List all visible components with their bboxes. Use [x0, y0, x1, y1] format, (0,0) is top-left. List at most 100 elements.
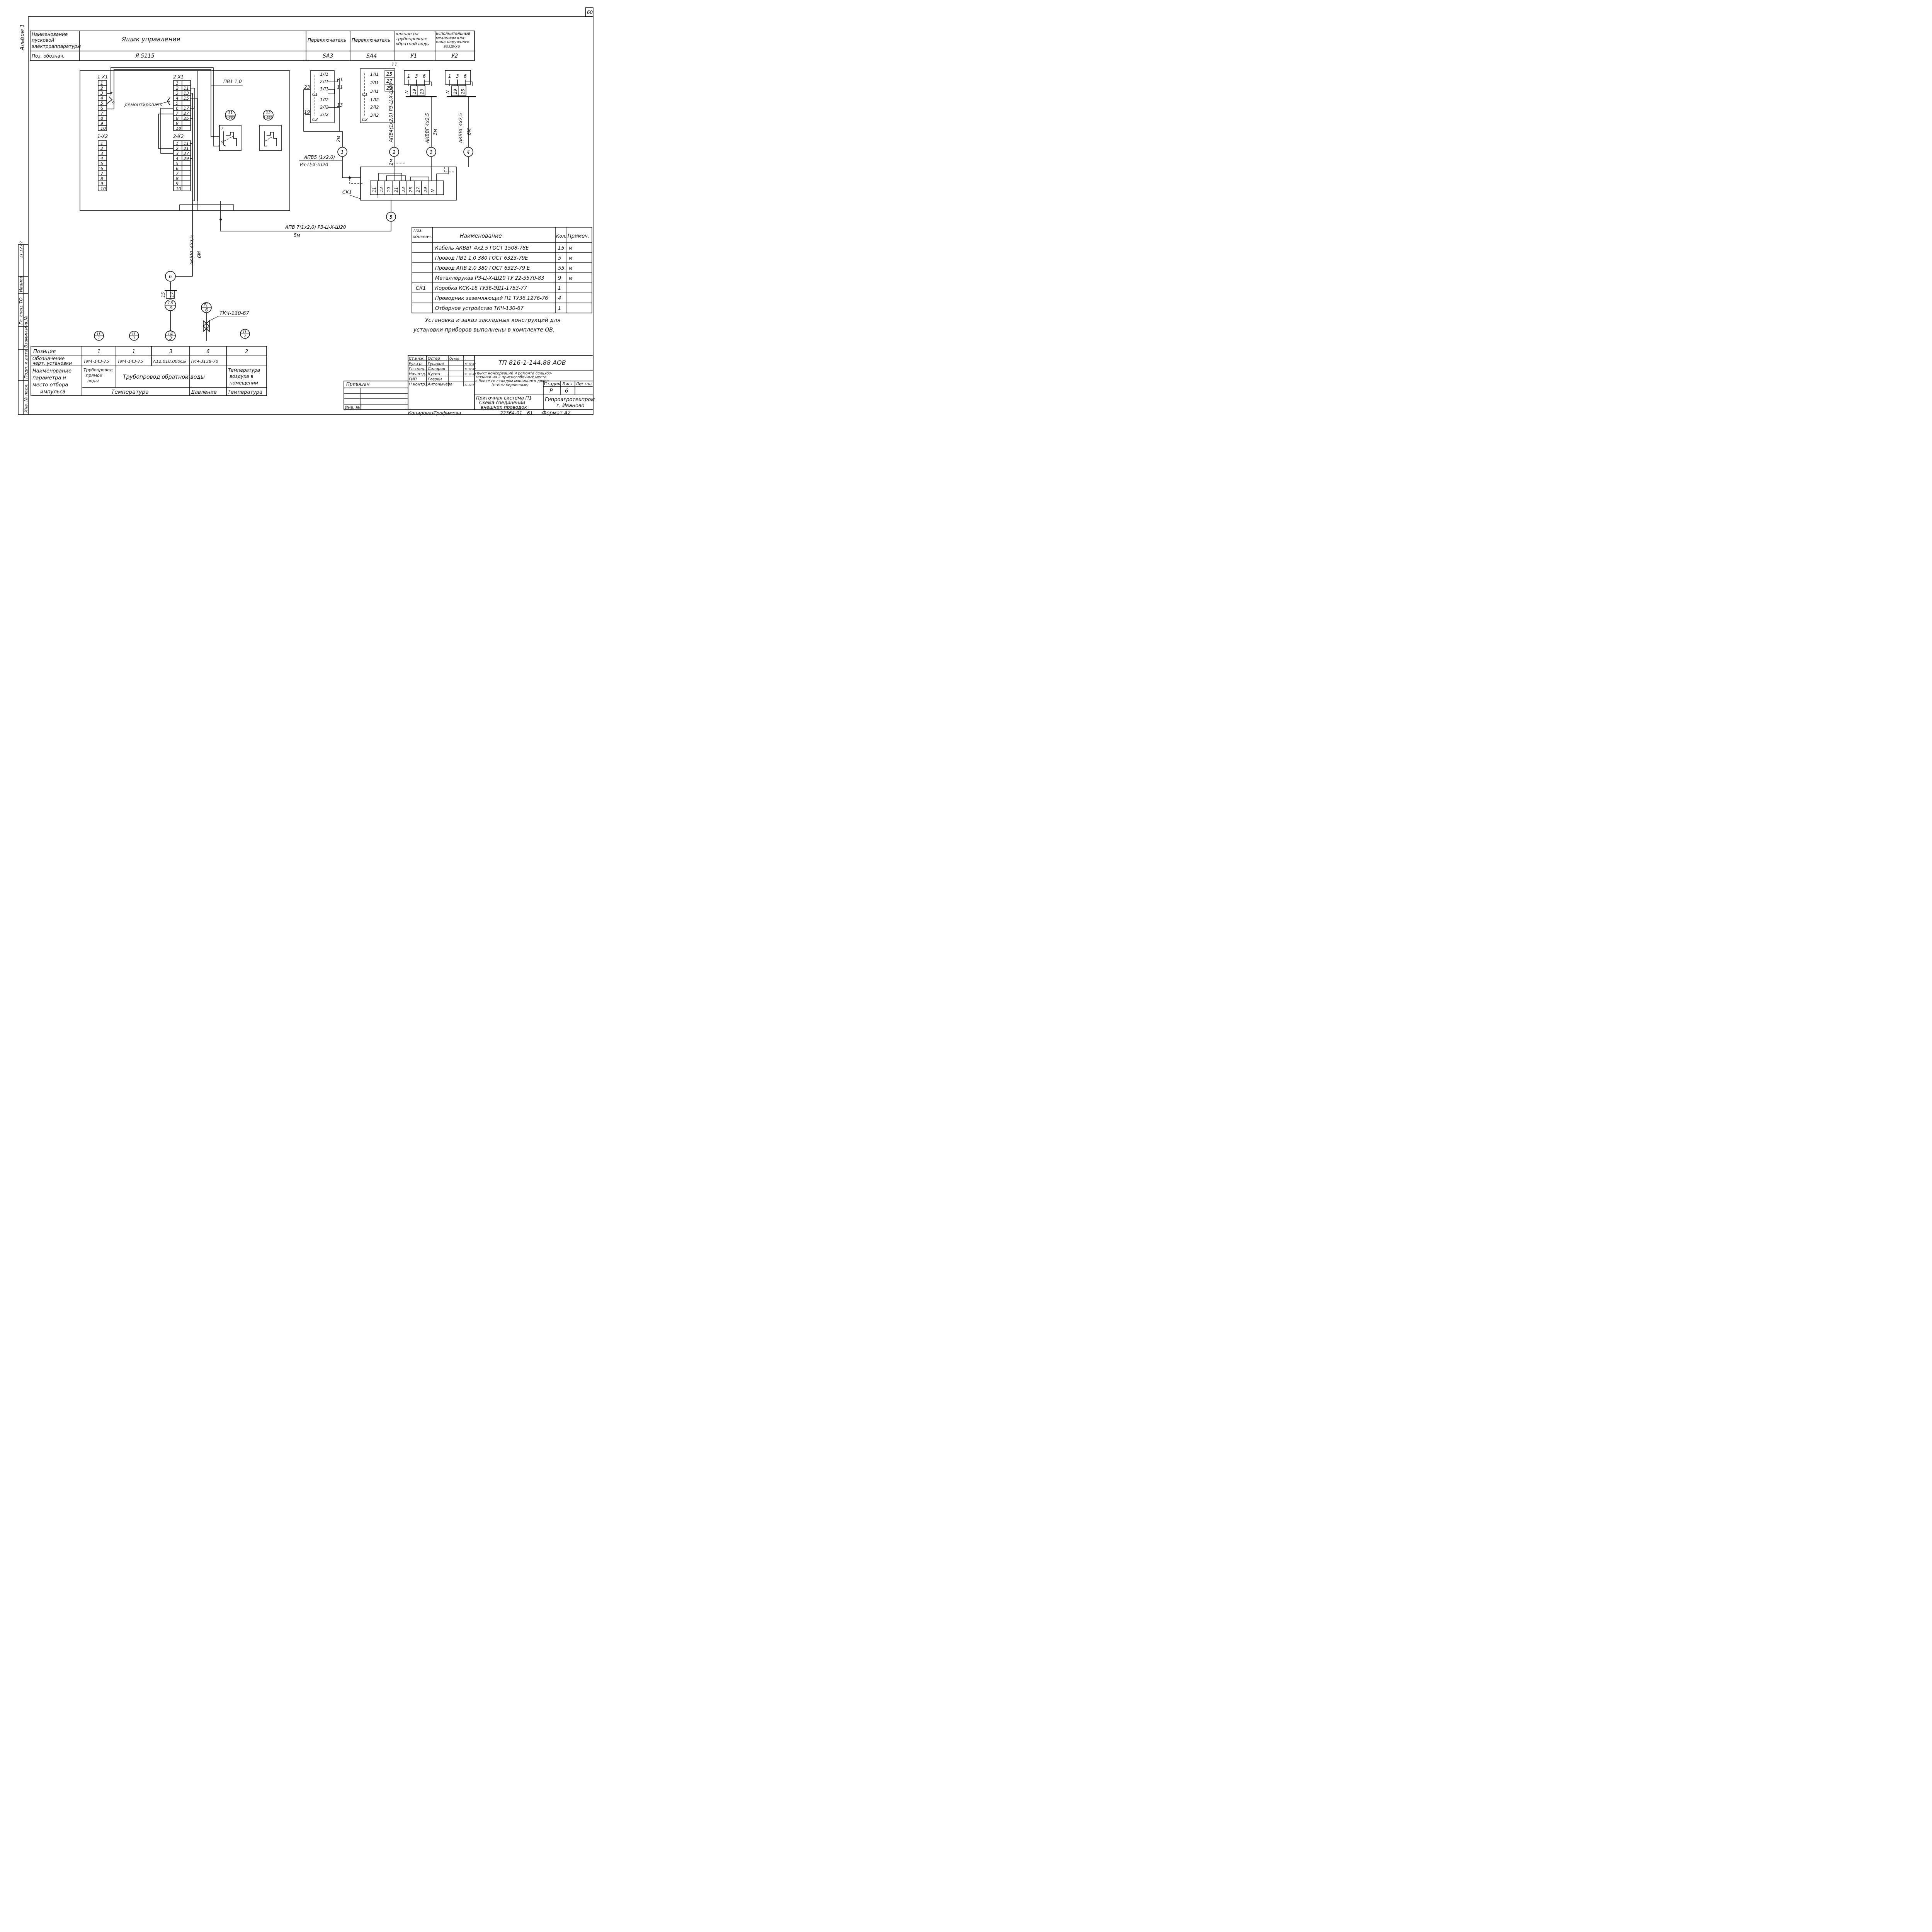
- tb-role: Рук.гр.: [409, 362, 423, 366]
- tb-name: Сидоров: [428, 367, 445, 371]
- relay-11-t9: 9: [221, 140, 223, 145]
- spec-row-note: м: [569, 245, 573, 251]
- x22-term-label: 5: [176, 161, 179, 166]
- y1-term-23: 23: [420, 89, 425, 94]
- x22-wire-label: 29: [184, 156, 189, 161]
- switch-sa3: С1 С2 1Л1 2Л1 3Л1 1Л2 2Л2 3Л2 21 11 13 2…: [303, 70, 343, 147]
- tb-title-3: внешних проводок: [481, 405, 527, 410]
- cable-number-5: 5: [389, 214, 393, 220]
- x22-wire-cell: [182, 170, 191, 176]
- x2-term-label: 4: [100, 156, 103, 161]
- tb-sheet-h: Лист: [562, 381, 573, 386]
- pos-row2-label-2: черт. установки: [32, 361, 72, 366]
- relay-12-bot: 1-SB2: [264, 116, 273, 119]
- relay-11: 11 2-SB2 7 9: [219, 110, 242, 151]
- tb-project-3: в блоке со складом машинного двора: [475, 379, 549, 383]
- tb-org-1: Гипроагротехпром: [545, 397, 595, 403]
- header-row1-label-1: Наименование: [32, 32, 68, 37]
- tb-stage-h: Стадия: [544, 381, 561, 386]
- note-line-1: Установка и заказ закладных конструкций …: [425, 317, 560, 323]
- note-line-2: установки приборов выполнены в комплекте…: [413, 327, 554, 333]
- sa4-wire-27: 27: [386, 78, 393, 84]
- cable-number-circles: 1 2 3 4 5 6: [165, 147, 473, 282]
- ck1-terminal-label: 13: [379, 187, 384, 192]
- ts-term-15: 15: [161, 292, 166, 298]
- spec-row-name: Провод ПВ1 1,0 380 ГОСТ 6323-79Е: [435, 255, 529, 261]
- ck1-terminal-label: 21: [394, 187, 399, 192]
- y1-pin-1: 1: [407, 73, 410, 79]
- sa3-wire-19: 19: [304, 109, 310, 115]
- spec-row-qty: 1: [558, 306, 561, 311]
- tb-date: 11.12.87: [464, 368, 476, 371]
- x22-term-label: 10: [176, 186, 181, 191]
- sa3-c2: С2: [312, 117, 318, 122]
- tb-sign: Остер: [449, 357, 459, 361]
- relay-11-top: 11: [228, 111, 233, 115]
- y2-term-29: 29: [453, 89, 458, 94]
- tb-stage: Р: [549, 388, 553, 394]
- x22-wire-cell: [182, 165, 191, 171]
- margin-chief-name: Иванов: [19, 276, 24, 292]
- sa4-contact-4: 1Л2: [370, 97, 379, 102]
- cable4-spec: АКВВГ 4х2,5: [458, 113, 463, 143]
- switch2-title: Переключатель: [352, 37, 390, 43]
- x22-wire-cell: [182, 185, 191, 191]
- valve-title-1: клапан на: [396, 31, 418, 36]
- ck1-terminal-label: 29: [423, 187, 428, 192]
- pos-col2-pos: 1: [132, 349, 135, 355]
- tb-name: Антонычева: [427, 383, 452, 387]
- cable4-length: 6М: [466, 128, 472, 135]
- margin-col-inv: Инв. № подл.: [24, 383, 29, 413]
- tb-role: Гл.спец.: [409, 367, 425, 371]
- pos-param5-3: помещении: [230, 380, 258, 386]
- x22-term-label: 6: [176, 166, 179, 171]
- panel-wiring: 7 9 демонтировать ПВ1 1,0: [107, 67, 243, 211]
- pos-row1-label: Позиция: [33, 349, 56, 355]
- spec-row-pos: СК1: [416, 286, 426, 291]
- x21-wire-cell: [182, 125, 191, 131]
- spec-header-qty: Кол.: [556, 233, 566, 239]
- sa3-wire-13: 13: [337, 102, 343, 108]
- pos-col3-draw: А12.018.000СБ: [153, 359, 186, 364]
- pos-param1-3: воды: [87, 378, 99, 383]
- x1-label: 1-X1: [97, 74, 108, 80]
- page-number-box: [585, 7, 594, 17]
- cable-number-6: 6: [169, 274, 172, 279]
- left-margin-stamp: Гл. спец. ТО Иванов 11.12.87 Инв. № подл…: [18, 241, 29, 415]
- tb-role: Ст.инж.: [409, 357, 425, 361]
- cable3-length: 3м: [432, 129, 438, 135]
- x21-wire-label: 25: [184, 116, 189, 121]
- spec-header-name: Наименование: [460, 233, 502, 239]
- ck1-terminal-label: 27: [416, 187, 421, 192]
- ti3-number: 2: [244, 334, 246, 338]
- tb-title-1: Приточная система П1: [476, 395, 532, 401]
- tb-format: Формат А2: [542, 410, 571, 416]
- pos-param5-2: воздуха в: [230, 374, 253, 379]
- header-row1-label-3: электроаппаратуры: [32, 44, 81, 49]
- tb-name: Гусаров: [428, 362, 444, 366]
- x1-term-label: 8: [100, 116, 103, 121]
- x21-term-label: 1: [176, 81, 179, 86]
- tb-doc-code: ТП 816-1-144.88 АОВ: [498, 359, 566, 366]
- te-letters: TE: [168, 331, 173, 336]
- pi-number: 6: [205, 308, 208, 313]
- x21-wire-label: 13: [184, 91, 189, 96]
- x21-term-label: 9: [176, 121, 179, 126]
- y1-pin-3: 3: [415, 73, 418, 79]
- tb-copier: Трофимова: [434, 410, 461, 416]
- sa4-wire-29: 29: [386, 85, 392, 91]
- dismantle-label: демонтировать: [124, 102, 162, 107]
- valve-title-2: трубопроводе: [396, 36, 427, 41]
- ck1-terminal: [436, 180, 444, 195]
- pos-param1-2: прямой: [86, 373, 102, 378]
- spec-table-frame: [412, 227, 592, 313]
- tb-org-2: г. Иваново: [556, 403, 585, 409]
- spec-row-qty: 15: [558, 245, 565, 251]
- x1-term-label: 6: [100, 106, 103, 111]
- x22-wire-cell: [182, 160, 191, 166]
